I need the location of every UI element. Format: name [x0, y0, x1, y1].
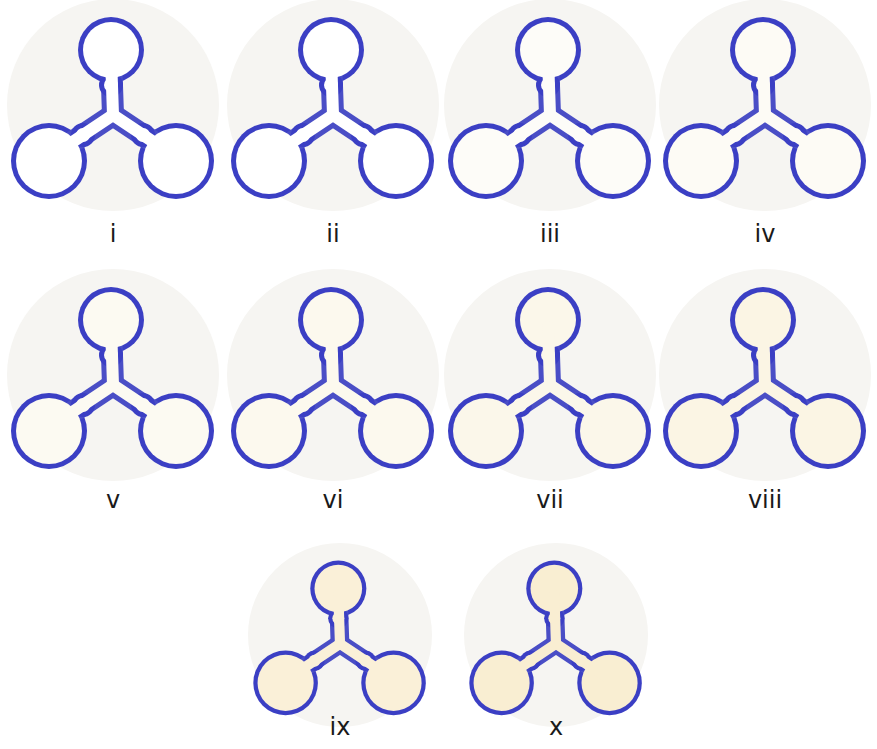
three-lobe-channel — [253, 561, 426, 716]
three-lobe-channel — [663, 287, 866, 469]
panel-label: vi — [323, 488, 344, 512]
three-lobe-channel — [469, 561, 642, 716]
paper-disk — [464, 543, 648, 727]
paper-disk — [248, 543, 432, 727]
panel-label: viii — [748, 488, 782, 512]
three-lobe-channel — [231, 287, 434, 469]
panel-label: i — [110, 222, 117, 246]
panel-label: iii — [540, 222, 560, 246]
paper-disk — [7, 269, 219, 481]
paper-disk — [659, 269, 871, 481]
paper-disk — [7, 0, 219, 211]
paper-disk — [227, 0, 439, 211]
three-lobe-channel — [11, 17, 214, 199]
panel-label: ii — [326, 222, 339, 246]
three-lobe-channel — [663, 17, 866, 199]
paper-disk — [659, 0, 871, 211]
three-lobe-channel — [231, 17, 434, 199]
three-lobe-channel — [448, 287, 651, 469]
panel-label: v — [106, 488, 120, 512]
three-lobe-channel — [448, 17, 651, 199]
paper-disk — [444, 269, 656, 481]
three-lobe-channel — [11, 287, 214, 469]
panel-label: iv — [755, 222, 776, 246]
panel-label: vii — [536, 488, 564, 512]
paper-disk — [227, 269, 439, 481]
panel-label: x — [549, 715, 563, 739]
paper-disk — [444, 0, 656, 211]
panel-label: ix — [330, 715, 351, 739]
